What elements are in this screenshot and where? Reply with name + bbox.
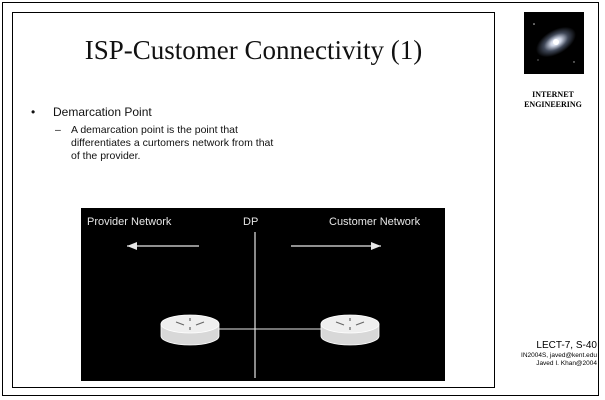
left-arrowhead [127,242,137,250]
bullet-label: Demarcation Point [53,105,152,119]
internet-engineering-caption: INTERNET ENGINEERING [500,90,605,110]
right-arrowhead [371,242,381,250]
slide-footer: LECT-7, S-40 IN2004S, javed@kent.edu Jav… [477,340,597,368]
page-frame [2,2,599,396]
diagram-svg: Provider Network DP Customer Network [81,208,445,381]
galaxy-icon [524,12,584,74]
slide-panel: ISP-Customer Connectivity (1) • Demarcat… [12,12,495,388]
dp-label: DP [243,216,258,228]
course-email: IN2004S, javed@kent.edu [521,352,597,359]
lecture-slide-number: LECT-7, S-40 [536,340,597,351]
sub-bullet-marker: – [55,124,61,136]
author-copyright: Javed I. Khan@2004 [536,360,597,367]
customer-router-icon [320,314,380,346]
galaxy-image [524,12,584,74]
provider-network-label: Provider Network [87,216,172,228]
sub-bullet-text: A demarcation point is the point that di… [71,124,274,162]
slide-title: ISP-Customer Connectivity (1) [84,35,423,65]
demarcation-diagram: Provider Network DP Customer Network [81,208,445,381]
bullet-marker: • [31,105,36,119]
caption-line-2: ENGINEERING [524,100,582,109]
caption-line-1: INTERNET [532,90,574,99]
provider-router-icon [160,314,220,346]
customer-network-label: Customer Network [329,216,421,228]
